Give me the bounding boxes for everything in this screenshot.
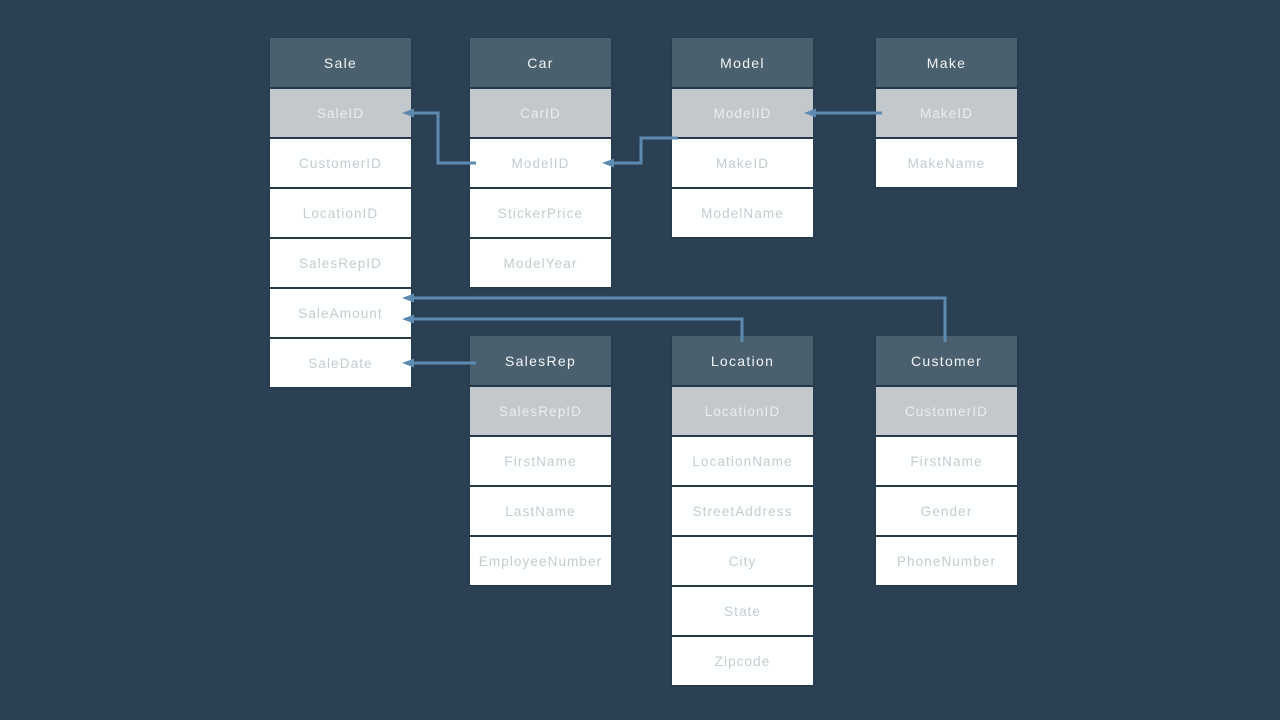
table-title-car: Car: [470, 38, 611, 87]
field-customer-customerid: CustomerID: [876, 387, 1017, 435]
field-location-locationname: LocationName: [672, 437, 813, 485]
field-make-makename: MakeName: [876, 139, 1017, 187]
field-customer-gender: Gender: [876, 487, 1017, 535]
table-title-sale: Sale: [270, 38, 411, 87]
table-title-salesrep: SalesRep: [470, 336, 611, 385]
field-salesrep-salesrepid: SalesRepID: [470, 387, 611, 435]
field-location-state: State: [672, 587, 813, 635]
field-car-modelyear: ModelYear: [470, 239, 611, 287]
field-car-carid: CarID: [470, 89, 611, 137]
field-model-modelname: ModelName: [672, 189, 813, 237]
field-car-modelid: ModelID: [470, 139, 611, 187]
connector-sale-saleid-to-car-modelid: [411, 111, 476, 165]
connector-car-modelid-to-model-modelid: [611, 136, 678, 165]
field-car-stickerprice: StickerPrice: [470, 189, 611, 237]
field-salesrep-employeenumber: EmployeeNumber: [470, 537, 611, 585]
field-sale-salesrepid: SalesRepID: [270, 239, 411, 287]
field-sale-locationid: LocationID: [270, 189, 411, 237]
field-location-city: City: [672, 537, 813, 585]
field-location-locationid: LocationID: [672, 387, 813, 435]
field-customer-phonenumber: PhoneNumber: [876, 537, 1017, 585]
table-title-location: Location: [672, 336, 813, 385]
table-title-make: Make: [876, 38, 1017, 87]
table-title-model: Model: [672, 38, 813, 87]
field-sale-saledate: SaleDate: [270, 339, 411, 387]
field-sale-customerid: CustomerID: [270, 139, 411, 187]
field-sale-saleid: SaleID: [270, 89, 411, 137]
field-sale-saleamount: SaleAmount: [270, 289, 411, 337]
field-salesrep-lastname: LastName: [470, 487, 611, 535]
table-title-customer: Customer: [876, 336, 1017, 385]
field-customer-firstname: FirstName: [876, 437, 1017, 485]
field-make-makeid: MakeID: [876, 89, 1017, 137]
field-location-zipcode: Zipcode: [672, 637, 813, 685]
field-salesrep-firstname: FirstName: [470, 437, 611, 485]
field-model-modelid: ModelID: [672, 89, 813, 137]
field-location-streetaddress: StreetAddress: [672, 487, 813, 535]
field-model-makeid: MakeID: [672, 139, 813, 187]
